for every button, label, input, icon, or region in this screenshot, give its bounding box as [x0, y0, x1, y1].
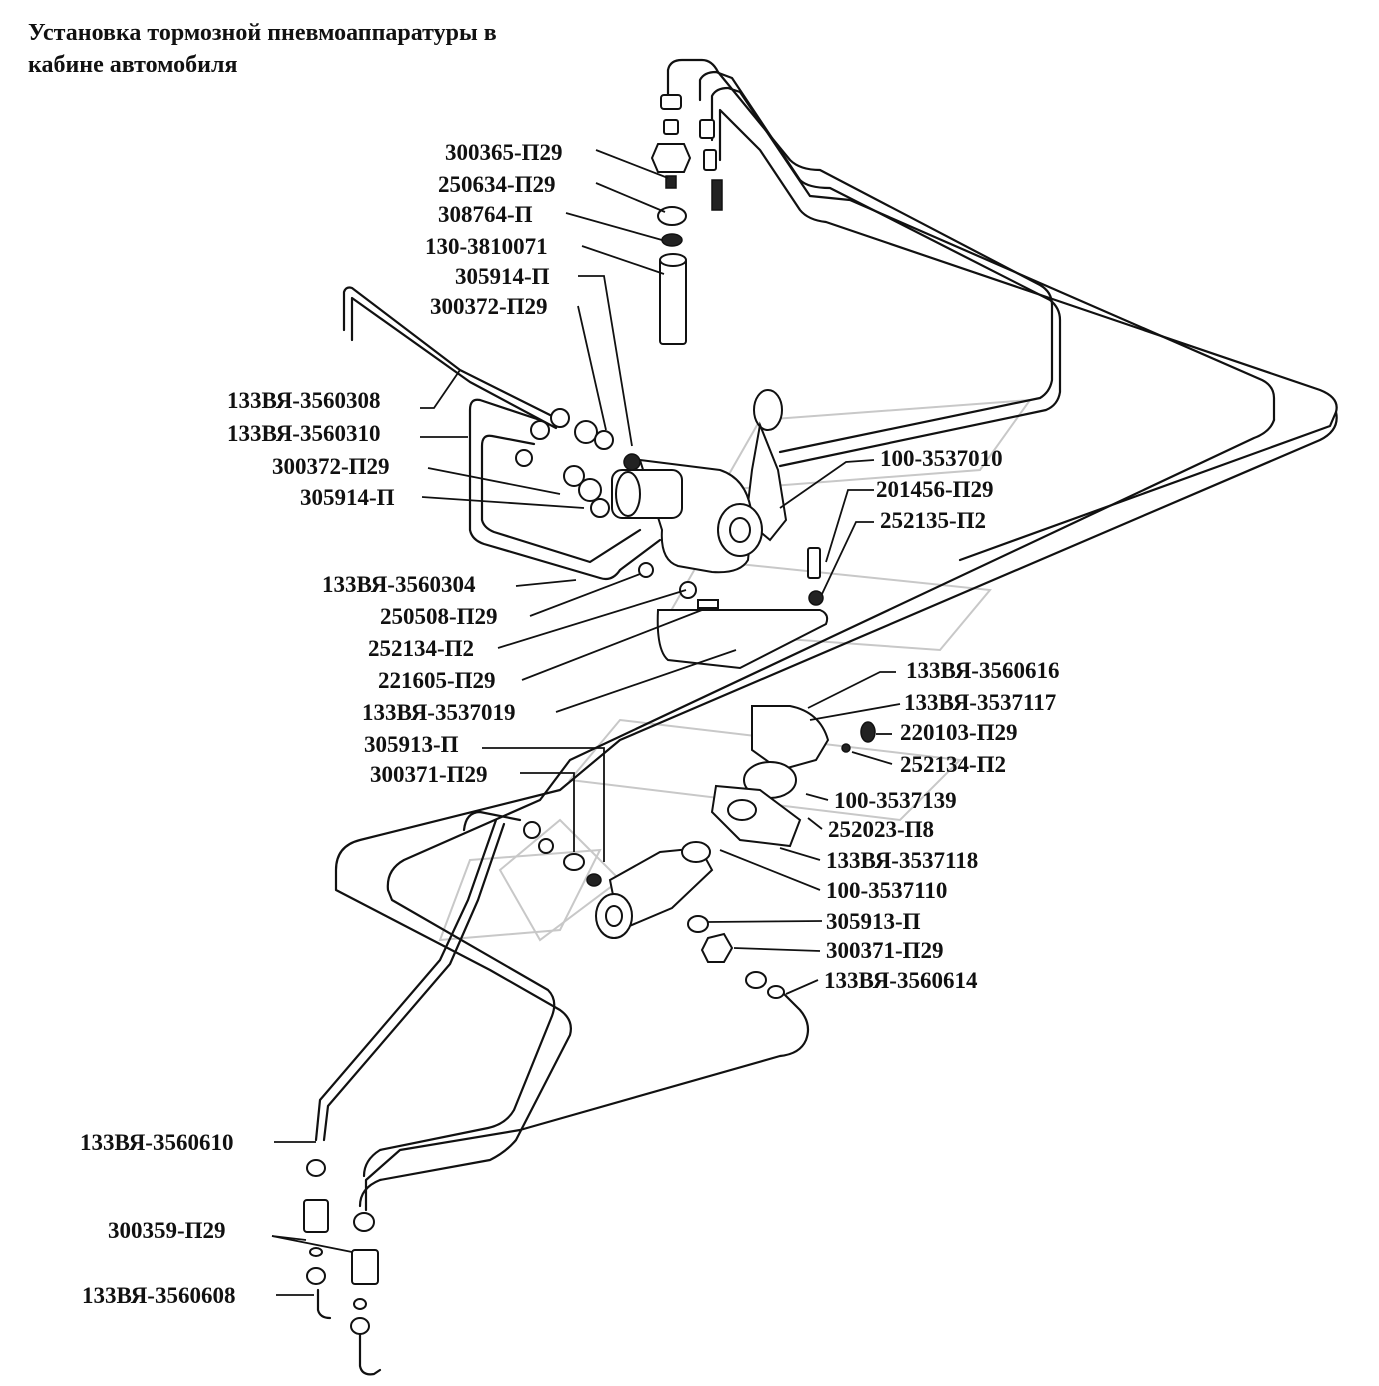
part-label: 221605-П29	[378, 668, 496, 693]
part-label: 300371-П29	[826, 938, 944, 963]
part-label: 130-3810071	[425, 234, 548, 259]
part-label: 133ВЯ-3560616	[906, 658, 1059, 683]
parts	[303, 94, 876, 1335]
title-line-2: кабине автомобиля	[28, 52, 237, 78]
part-label: 100-3537010	[880, 446, 1003, 471]
part-label: 100-3537139	[834, 788, 957, 813]
part-label: 201456-П29	[876, 477, 994, 502]
part-label: 252134-П2	[900, 752, 1006, 777]
part-label: 133ВЯ-3560610	[80, 1130, 233, 1155]
part-label: 133ВЯ-3560308	[227, 388, 380, 413]
part-label: 252134-П2	[368, 636, 474, 661]
pipe-lines	[314, 58, 1338, 1376]
part-label: 305913-П	[826, 909, 921, 934]
part-label: 305913-П	[364, 732, 459, 757]
part-label: 305914-П	[455, 264, 550, 289]
part-label: 250634-П29	[438, 172, 556, 197]
part-label: 220103-П29	[900, 720, 1018, 745]
part-label: 133ВЯ-3537019	[362, 700, 515, 725]
part-label: 133ВЯ-3537118	[826, 848, 978, 873]
part-label: 133ВЯ-3537117	[904, 690, 1056, 715]
part-label: 300372-П29	[430, 294, 548, 319]
part-label: 300359-П29	[108, 1218, 226, 1243]
part-label: 133ВЯ-3560608	[82, 1283, 235, 1308]
part-label: 300365-П29	[445, 140, 563, 165]
part-label: 252135-П2	[880, 508, 986, 533]
part-label: 133ВЯ-3560310	[227, 421, 380, 446]
part-label: 133ВЯ-3560614	[824, 968, 978, 993]
part-labels: 300365-П29 250634-П29 308764-П 130-38100…	[80, 140, 1059, 1308]
part-label: 252023-П8	[828, 817, 934, 842]
part-label: 305914-П	[300, 485, 395, 510]
part-label: 100-3537110	[826, 878, 947, 903]
leader-lines	[271, 149, 901, 1296]
part-label: 300372-П29	[272, 454, 390, 479]
part-label: 308764-П	[438, 202, 533, 227]
title-line-1: Установка тормозной пневмоаппаратуры в	[28, 20, 497, 46]
part-label: 133ВЯ-3560304	[322, 572, 476, 597]
part-label: 300371-П29	[370, 762, 488, 787]
part-label: 250508-П29	[380, 604, 498, 629]
